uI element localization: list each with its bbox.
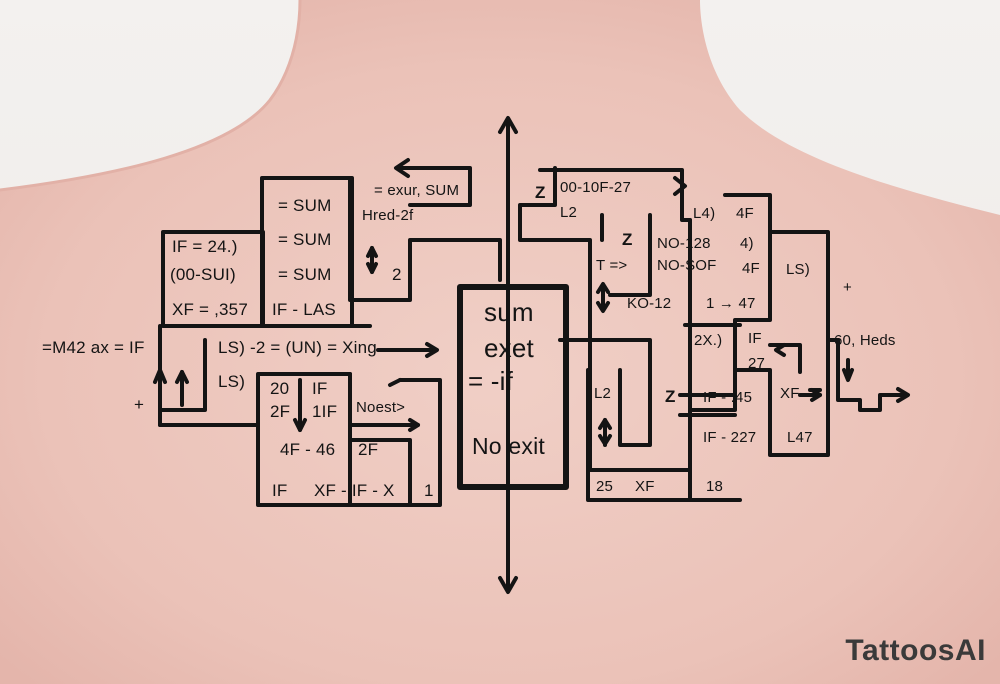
- right-4f-b: 4F: [742, 260, 760, 277]
- right-00-10f-27: 00-10F-27: [560, 179, 632, 196]
- center-text-sum: sum: [484, 297, 534, 327]
- right-if: IF: [748, 330, 762, 347]
- right-06-s0f-3t: L2: [560, 204, 578, 221]
- right-z-1: Z: [535, 183, 546, 202]
- left-noest: Noest>: [356, 399, 406, 416]
- tattoo-linework: [153, 116, 910, 594]
- right-l4: L4): [693, 205, 716, 222]
- left-if-a: IF: [312, 379, 328, 398]
- left-if-b: IF: [272, 481, 288, 500]
- right-if-227: IF - 227: [703, 429, 757, 446]
- right-xf: XF: [780, 385, 800, 402]
- right-t-arrow: T =>: [596, 257, 628, 274]
- right-no-sof: NO-SOF: [657, 257, 717, 274]
- left-xf-if-x: XF - IF - X: [314, 481, 395, 500]
- right-if-45: IF - .45: [703, 389, 753, 406]
- right-no-128: NO-128: [657, 235, 711, 252]
- right-xf-2: XF: [635, 478, 655, 495]
- right-25: 25: [596, 478, 614, 495]
- left-hred: Hred-2f: [362, 207, 414, 224]
- left-xf-357: XF = ,357: [172, 300, 248, 319]
- left-sum-2: = SUM: [278, 230, 332, 249]
- left-1: 1: [424, 481, 434, 500]
- right-60-heds: 60, Heds: [834, 332, 896, 349]
- watermark-text: TattoosAI: [845, 634, 986, 667]
- right-18: 18: [706, 478, 724, 495]
- left-sum-1: = SUM: [278, 196, 332, 215]
- left-m42: =M42 ax = IF: [42, 338, 145, 357]
- right-l47: L47: [787, 429, 813, 446]
- right-4: 4): [740, 235, 754, 252]
- left-2: 2: [392, 265, 402, 284]
- right-4f: 4F: [736, 205, 754, 222]
- left-sum-3: = SUM: [278, 265, 332, 284]
- center-text-no-exit: No exit: [472, 433, 545, 459]
- left-2f-b: 2F: [358, 440, 379, 459]
- right-plus: +: [843, 279, 852, 296]
- right-1-47: 1 → 47: [706, 295, 756, 312]
- right-l2: L2: [594, 385, 612, 402]
- left-exur-sum: = exur, SUM: [374, 182, 460, 199]
- center-text-exet: exet: [484, 333, 534, 363]
- right-ko-12: KO-12: [627, 295, 672, 312]
- left-2f: 2F: [270, 402, 291, 421]
- left-oo-sui: (00-SUI): [170, 265, 236, 284]
- right-z-3: Z: [665, 387, 676, 406]
- left-ls: LS): [218, 372, 246, 391]
- left-4f-46: 4F - 46: [280, 440, 336, 459]
- left-20: 20: [270, 379, 290, 398]
- left-if-24: IF = 24.): [172, 237, 238, 256]
- left-plus: +: [134, 395, 145, 414]
- left-ls-2-un-xing: LS) -2 = (UN) = Xing: [218, 338, 377, 357]
- left-1if: 1IF: [312, 402, 338, 421]
- right-ls: LS): [786, 261, 810, 278]
- center-text-if: = -if: [468, 366, 514, 396]
- left-if-las: IF - LAS: [272, 300, 336, 319]
- right-z-2: Z: [622, 230, 633, 249]
- right-2x: 2X.): [694, 332, 723, 349]
- right-27: 27: [748, 355, 766, 372]
